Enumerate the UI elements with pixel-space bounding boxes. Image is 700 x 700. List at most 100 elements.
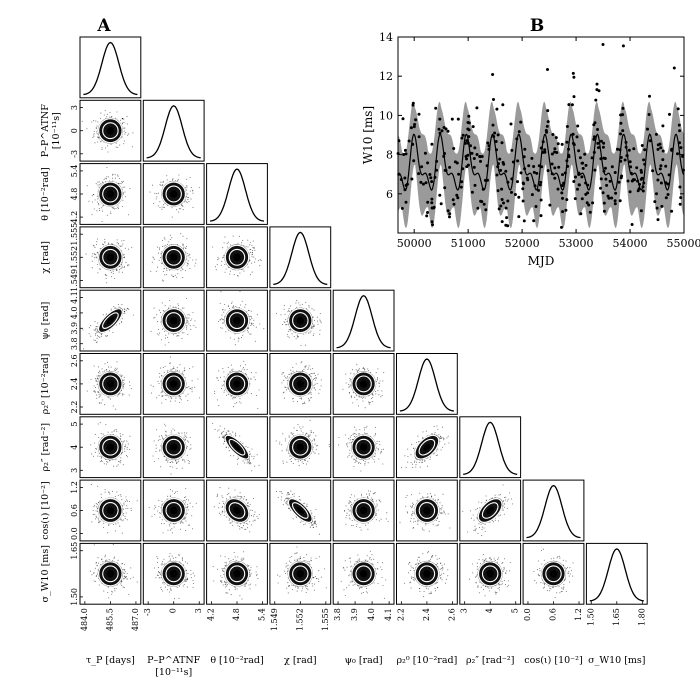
- sample-point: [184, 434, 186, 436]
- sample-point: [212, 422, 214, 424]
- sample-point: [283, 304, 285, 306]
- sample-point: [171, 237, 173, 239]
- sample-point: [167, 369, 169, 371]
- y-tick-label: 3.9: [70, 322, 79, 335]
- sample-point: [183, 307, 185, 309]
- sample-point: [168, 341, 170, 344]
- sample-point: [163, 204, 165, 206]
- sample-point: [226, 246, 228, 248]
- sample-point: [189, 448, 191, 450]
- sample-point: [98, 136, 100, 139]
- sample-point: [159, 201, 161, 203]
- sample-point: [104, 147, 107, 149]
- sample-point: [161, 395, 163, 398]
- sample-point: [254, 249, 256, 252]
- sample-point: [283, 375, 285, 377]
- sample-point: [119, 144, 121, 146]
- sample-point: [118, 393, 120, 395]
- sample-point: [308, 365, 310, 367]
- sample-point: [104, 241, 106, 243]
- sample-point: [286, 333, 288, 336]
- sample-point: [363, 367, 365, 369]
- sample-point: [370, 371, 372, 373]
- sample-point: [283, 308, 285, 310]
- sample-point: [375, 380, 378, 383]
- sample-point: [161, 239, 164, 241]
- sample-point: [227, 305, 229, 307]
- sample-point: [100, 334, 102, 336]
- sample-point: [371, 401, 373, 403]
- sample-point: [229, 337, 231, 339]
- sample-point: [100, 394, 102, 396]
- sample-point: [231, 306, 233, 308]
- sample-point: [218, 258, 220, 260]
- sample-point: [168, 333, 170, 335]
- sample-point: [97, 366, 100, 368]
- sample-point: [118, 306, 120, 308]
- sample-point: [296, 306, 298, 308]
- sample-point: [94, 387, 97, 389]
- sample-point: [125, 454, 128, 457]
- sample-point: [124, 186, 126, 188]
- sample-point: [100, 182, 102, 184]
- y-tick-label: 0: [70, 128, 79, 133]
- sample-point: [184, 461, 186, 463]
- sample-point: [183, 369, 185, 371]
- sample-point: [129, 188, 131, 190]
- sample-point: [275, 440, 277, 442]
- sample-point: [253, 247, 255, 249]
- contour-2sigma: [97, 118, 123, 144]
- sample-point: [313, 386, 315, 389]
- sample-point: [232, 368, 234, 370]
- sample-point: [191, 391, 193, 393]
- sample-point: [216, 264, 218, 266]
- sample-point: [160, 339, 163, 341]
- sample-point: [300, 344, 302, 347]
- sample-point: [198, 186, 200, 189]
- sample-point: [223, 311, 225, 313]
- y-axis-label: P–P^ATNF: [40, 104, 51, 157]
- sample-point: [121, 394, 123, 396]
- sample-point: [239, 365, 242, 367]
- sample-point: [178, 208, 181, 210]
- sample-point: [94, 257, 96, 259]
- sample-point: [158, 382, 160, 385]
- sample-point: [100, 457, 102, 459]
- sample-point: [242, 460, 244, 462]
- density-center: [170, 316, 178, 325]
- sample-point: [123, 376, 125, 378]
- sample-point: [190, 187, 192, 189]
- sample-point: [254, 465, 256, 467]
- sample-point: [368, 403, 370, 405]
- sample-point: [183, 432, 185, 434]
- sample-point: [183, 436, 185, 438]
- sample-point: [119, 245, 121, 247]
- sample-point: [295, 363, 297, 365]
- sample-point: [157, 380, 159, 382]
- y-tick-label: 1.552: [70, 246, 79, 269]
- sample-point: [95, 254, 97, 256]
- sample-point: [114, 307, 116, 309]
- sample-point: [288, 337, 290, 339]
- panel-a-label: A: [96, 16, 111, 36]
- sample-point: [177, 303, 179, 305]
- sample-point: [313, 438, 315, 440]
- sample-point: [309, 392, 311, 394]
- sample-point: [93, 390, 95, 392]
- sample-point: [246, 392, 248, 394]
- sample-point: [314, 378, 316, 380]
- sample-point: [165, 399, 167, 401]
- sample-point: [163, 237, 165, 239]
- sample-point: [313, 387, 315, 390]
- sample-point: [289, 305, 292, 307]
- sample-point: [311, 308, 313, 310]
- sample-point: [253, 455, 255, 458]
- sample-point: [284, 440, 286, 442]
- sample-point: [161, 436, 164, 438]
- sample-point: [101, 368, 103, 370]
- sample-point: [221, 431, 223, 433]
- sample-point: [353, 373, 355, 375]
- sample-point: [301, 303, 303, 305]
- sample-point: [308, 367, 310, 369]
- sample-point: [162, 270, 165, 273]
